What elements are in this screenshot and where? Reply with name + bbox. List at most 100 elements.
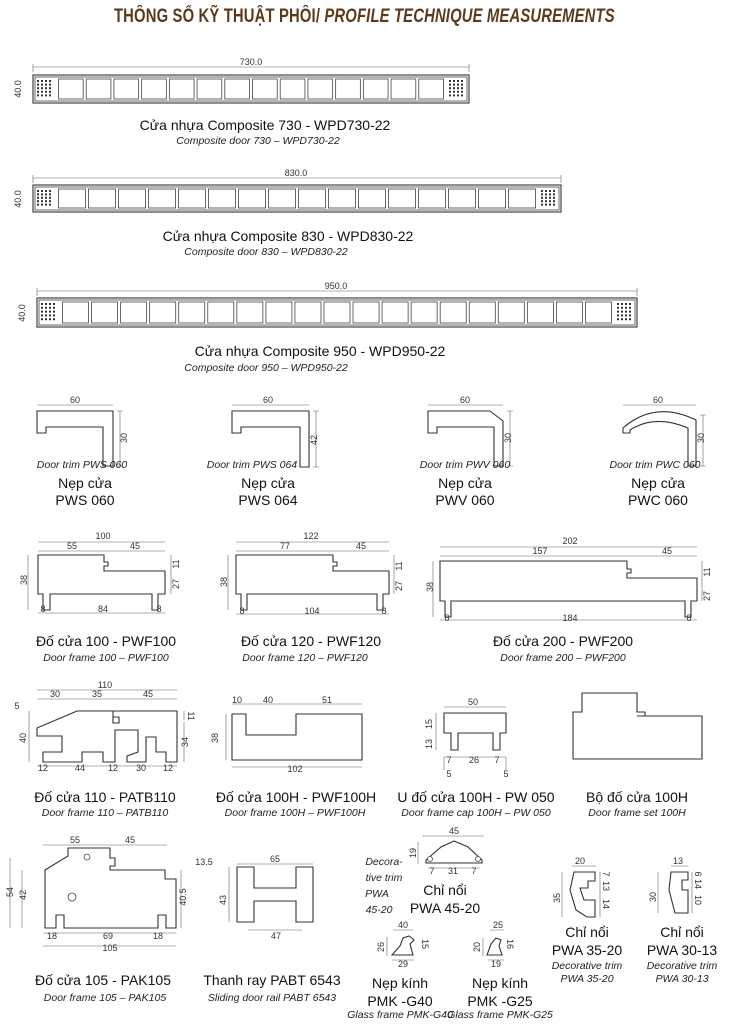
dim: 14 — [601, 899, 611, 909]
panel-dot — [53, 306, 55, 309]
dim: 65 — [270, 854, 280, 864]
dim-width: 60 — [460, 395, 470, 405]
name-en: PWA — [365, 888, 389, 900]
panel-dot — [53, 314, 55, 317]
panel-dot — [545, 196, 547, 199]
panel-cell — [352, 301, 380, 324]
code-en: PWA 35-20 — [560, 973, 613, 985]
panel-cell — [58, 188, 86, 209]
panel-cell — [113, 78, 140, 100]
panel-dot — [549, 193, 551, 196]
dim-width: 60 — [70, 395, 80, 405]
panel-cell — [120, 301, 148, 324]
panel-dot — [49, 94, 51, 97]
panel-cell — [526, 301, 554, 324]
dim: 40 — [263, 695, 273, 705]
dim: 13.5 — [195, 857, 213, 867]
panel-cell — [148, 188, 176, 209]
title-en: PROFILE TECHNIQUE MEASUREMENTS — [324, 6, 615, 27]
dim: 11 — [186, 711, 196, 720]
name-en: Door frame cap 100H – PW 050 — [401, 807, 551, 819]
code: PWV 060 — [435, 492, 494, 508]
dim: 27 — [171, 579, 181, 589]
panel-cell — [439, 301, 467, 324]
page-title: THÔNG SỐ KỸ THUẬT PHÔI/ PROFILE TECHNIQU… — [80, 6, 649, 28]
panel-dot — [41, 80, 43, 82]
dim: 5 — [14, 701, 19, 711]
panel-dot — [37, 87, 39, 90]
panel-cell — [335, 78, 361, 100]
panel-dot — [53, 303, 55, 305]
dim-height: 42 — [309, 435, 319, 445]
panel-cell — [178, 188, 206, 209]
name-vi: Nẹp cửa — [631, 475, 685, 491]
panel-dot — [49, 80, 51, 82]
panel-cell — [410, 301, 438, 324]
panel-dot — [45, 303, 47, 305]
code: PWA 45-20 — [410, 900, 481, 916]
door-frame-cap-pw050: 50 15 13 7 26 7 5 5 U đố cửa 100H - PW 0… — [397, 697, 554, 819]
name-en: Door frame 105 – PAK105 — [44, 992, 167, 1004]
dim: 34 — [180, 737, 190, 747]
panel-dot — [49, 90, 51, 93]
name-vi: Nẹp cửa — [241, 475, 295, 491]
name-vi: Cửa nhựa Composite 950 - WPD950-22 — [195, 343, 446, 359]
panel-dot — [545, 190, 547, 192]
panel-cell — [149, 301, 177, 324]
panel-dot — [45, 200, 47, 203]
dim: 45 — [130, 541, 140, 551]
panel-dot — [545, 203, 547, 206]
name-en: Door trim PWS 060 — [37, 459, 128, 471]
panel-dot — [553, 196, 555, 199]
dim: 102 — [287, 764, 302, 774]
dim: 20 — [472, 942, 482, 952]
dim: 8 — [381, 606, 386, 616]
panel-dot — [549, 203, 551, 206]
dim: 8 — [444, 613, 449, 623]
panel-cell — [91, 301, 119, 324]
panel-cell — [307, 78, 334, 100]
code: PWS 064 — [238, 492, 297, 508]
panel-dot — [49, 203, 51, 206]
dim: 35 — [92, 689, 102, 699]
dim: 13 — [424, 739, 434, 749]
door-frame-pwf100: 100 55 45 38 11 27 8 84 8 Đố cửa 100 - P… — [19, 531, 181, 664]
panel-dot — [449, 83, 451, 86]
name-vi: U đố cửa 100H - PW 050 — [397, 789, 554, 805]
name-en: Door frame 100H – PWF100H — [225, 807, 366, 819]
glass-frame-pmkg40: 40 26 15 29 Nẹp kính PMK -G40 Glass fram… — [347, 920, 453, 1021]
dim: 19 — [408, 848, 418, 858]
dim: 45 — [449, 826, 459, 836]
code: PWC 060 — [628, 492, 688, 508]
panel-cell — [294, 301, 322, 324]
name-vi: Thanh ray PABT 6543 — [203, 972, 340, 988]
name-vi: Đố cửa 100H - PWF100H — [216, 789, 376, 805]
panel-cell — [497, 301, 525, 324]
panel-dot — [45, 87, 47, 90]
panel-cell — [58, 78, 84, 100]
composite-panel-950: 950.0 40.0 Cửa nhựa Composite 950 - WPD9… — [17, 281, 638, 374]
dim: 38 — [219, 577, 229, 587]
panel-cell — [362, 78, 389, 100]
dim: 30 — [50, 689, 60, 699]
dim: 5 — [503, 769, 508, 779]
name-vi: Đố cửa 100 - PWF100 — [36, 633, 176, 649]
name-vi: Cửa nhựa Composite 730 - WPD730-22 — [140, 117, 391, 133]
panel-dot — [541, 203, 543, 206]
dim: 45 — [143, 689, 153, 699]
dim: 54 — [5, 887, 15, 897]
panel-dot — [41, 303, 43, 305]
panel-dot — [617, 314, 619, 317]
panel-dot — [37, 83, 39, 86]
name-vi: Nẹp kính — [472, 975, 528, 991]
dim: 55 — [67, 541, 77, 551]
panel-dot — [621, 318, 623, 321]
panel-dot — [49, 87, 51, 90]
panel-dot — [629, 318, 631, 321]
name-en: Door frame 120 – PWF120 — [242, 652, 368, 664]
panel-dot — [41, 306, 43, 309]
title-vi: THÔNG SỐ KỸ THUẬT PHÔI/ — [113, 6, 325, 27]
dim: 7 — [601, 871, 611, 876]
panel-dot — [457, 94, 459, 97]
